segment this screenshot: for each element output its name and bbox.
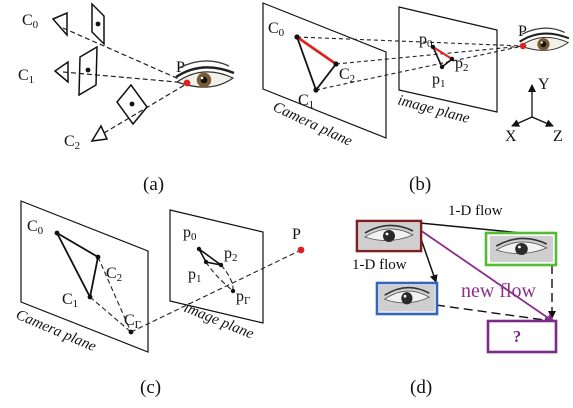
point-p-dot (183, 79, 191, 87)
label-p0: p0 (419, 31, 433, 50)
image-dot (230, 288, 236, 294)
point-p-dot (519, 42, 527, 50)
unknown-box (486, 319, 558, 354)
point-p-dot (297, 246, 305, 254)
eye-thumbnail-icon (484, 231, 558, 267)
red-edge (432, 46, 453, 60)
label-c0: C0 (27, 218, 44, 237)
axis-z-label: Z (553, 128, 563, 145)
axis-y-label: Y (538, 76, 550, 93)
label-pgamma: pΓ (236, 288, 250, 307)
label-p1: p1 (188, 266, 202, 285)
label-c1: C1 (298, 92, 314, 111)
camera-dot (95, 254, 101, 260)
label-p1: p1 (432, 71, 446, 90)
label-p: P (518, 23, 527, 40)
image-dot (203, 259, 209, 265)
camera-plane (262, 2, 387, 139)
image-dot (218, 262, 224, 268)
eye-icon (518, 27, 570, 52)
caption-a: (a) (143, 174, 164, 195)
eye-thumbnail-icon (375, 281, 439, 316)
caption-b: (b) (409, 174, 431, 195)
label-c1: C1 (62, 291, 78, 310)
panel-d: ? 1-D flow 1-D flow new flow (d) (352, 203, 558, 398)
unknown-label: ? (513, 327, 522, 346)
label-c1: C1 (18, 67, 34, 86)
label-p2: p2 (455, 55, 469, 74)
flow-top-label: 1-D flow (448, 203, 503, 219)
red-edge (296, 35, 337, 66)
flow-dashed (435, 265, 556, 325)
panel-b-rays (296, 36, 524, 91)
label-cgamma: CΓ (124, 312, 141, 331)
label-p0: p0 (183, 224, 197, 243)
image-plane (398, 6, 498, 113)
label-p: P (292, 226, 301, 243)
center-dot (85, 67, 91, 73)
camera-dot (294, 34, 300, 40)
new-flow-label: new flow (461, 280, 537, 302)
camera-plane-label: Camera plane (13, 307, 98, 355)
camera-dot (87, 294, 93, 300)
camera-triangle (296, 36, 337, 92)
camera-plane (20, 200, 149, 353)
camera-dot (313, 87, 319, 93)
caption-d: (d) (410, 377, 432, 398)
caption-c: (c) (140, 377, 161, 398)
label-c2: C2 (339, 66, 355, 85)
image-dot (439, 64, 445, 70)
image-triangle (198, 248, 222, 266)
label-c0: C0 (22, 12, 39, 31)
center-dot (95, 21, 101, 27)
label-c2: C2 (64, 133, 80, 152)
axes-icon (511, 84, 554, 127)
camera-frustum-icon (51, 2, 105, 46)
image-dot (196, 246, 202, 252)
panel-c: C0 C1 C2 CΓ p0 p1 p2 pΓ P Camera plane i… (13, 200, 305, 398)
label-c2: C2 (106, 265, 122, 284)
camera-dot (54, 230, 60, 236)
axis-x-label: X (505, 128, 517, 145)
new-flow-arrow (419, 229, 555, 323)
image-dot (430, 44, 436, 50)
panel-a: C0 C1 C2 P (a) (18, 2, 236, 195)
camera-frustum-icon (53, 45, 98, 97)
label-c0: C0 (268, 20, 285, 39)
camera-triangle (56, 232, 99, 300)
flow-left-label: 1-D flow (352, 257, 407, 273)
image-dot (449, 56, 455, 62)
image-plane (169, 209, 264, 324)
panel-b: C0 C1 C2 p0 p1 p2 P Camera plane image p… (262, 2, 570, 195)
label-p2: p2 (224, 245, 238, 264)
eye-thumbnail-icon (355, 219, 423, 253)
panel-a-rays (62, 27, 189, 134)
camera-dot (333, 61, 339, 67)
camera-dot (128, 329, 134, 335)
center-dot (129, 101, 135, 107)
camera-frustum-icon (90, 83, 148, 142)
